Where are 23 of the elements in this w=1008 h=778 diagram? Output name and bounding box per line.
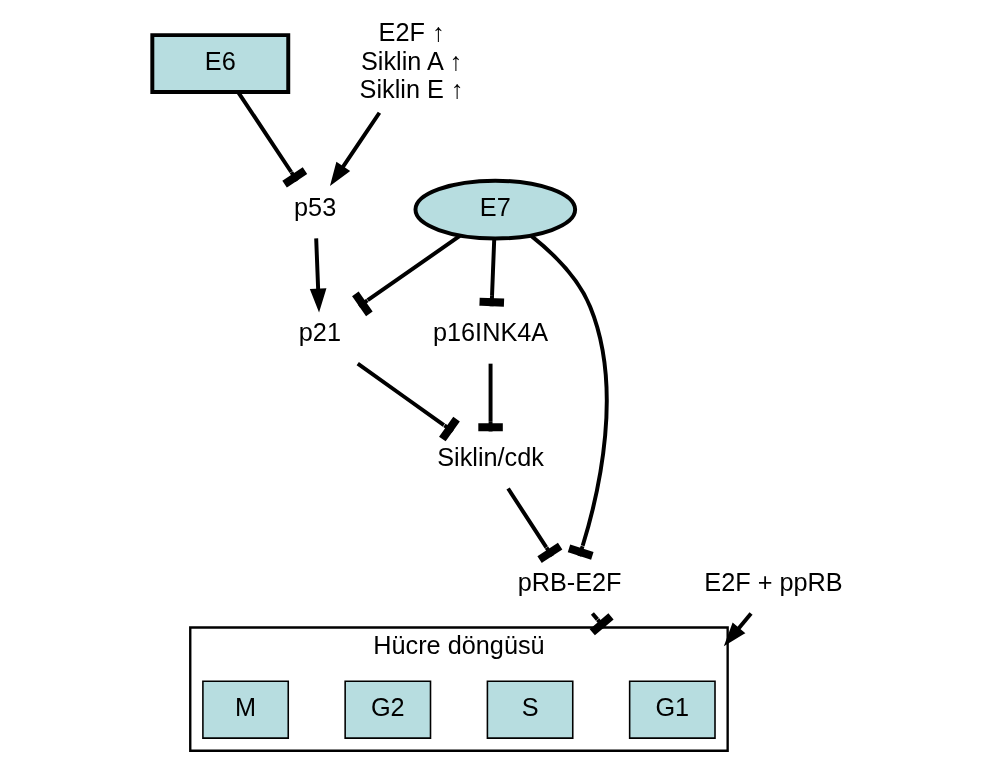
node-text: E2F + ppRB — [704, 567, 843, 596]
node-text: Siklin/cdk — [437, 442, 544, 471]
node-box: G1 — [628, 680, 716, 739]
node-text: E2F ↑ Siklin A ↑ Siklin E ↑ — [359, 18, 464, 104]
connector — [589, 612, 614, 636]
node-box: G2 — [344, 680, 432, 739]
connector — [356, 362, 460, 442]
node-text: pRB-E2F — [517, 567, 622, 596]
node-text: p16INK4A — [432, 318, 549, 347]
node-ellipse: E7 — [413, 178, 578, 241]
arrow — [309, 238, 327, 313]
node-box: S — [486, 680, 574, 739]
node-box: M — [202, 680, 290, 739]
arrow — [329, 111, 382, 186]
node-text: p21 — [298, 318, 341, 347]
connector — [352, 234, 461, 317]
arrow — [723, 612, 753, 647]
node-box: E6 — [150, 33, 291, 94]
node-text: p53 — [294, 192, 337, 221]
connector — [478, 363, 503, 432]
connector — [479, 238, 505, 307]
connector — [530, 234, 609, 560]
connector — [506, 487, 563, 563]
